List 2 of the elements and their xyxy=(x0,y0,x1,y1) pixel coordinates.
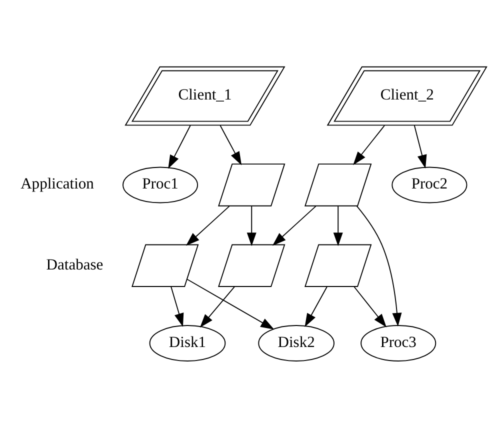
label: Application xyxy=(20,176,94,193)
label: Database xyxy=(46,256,104,274)
